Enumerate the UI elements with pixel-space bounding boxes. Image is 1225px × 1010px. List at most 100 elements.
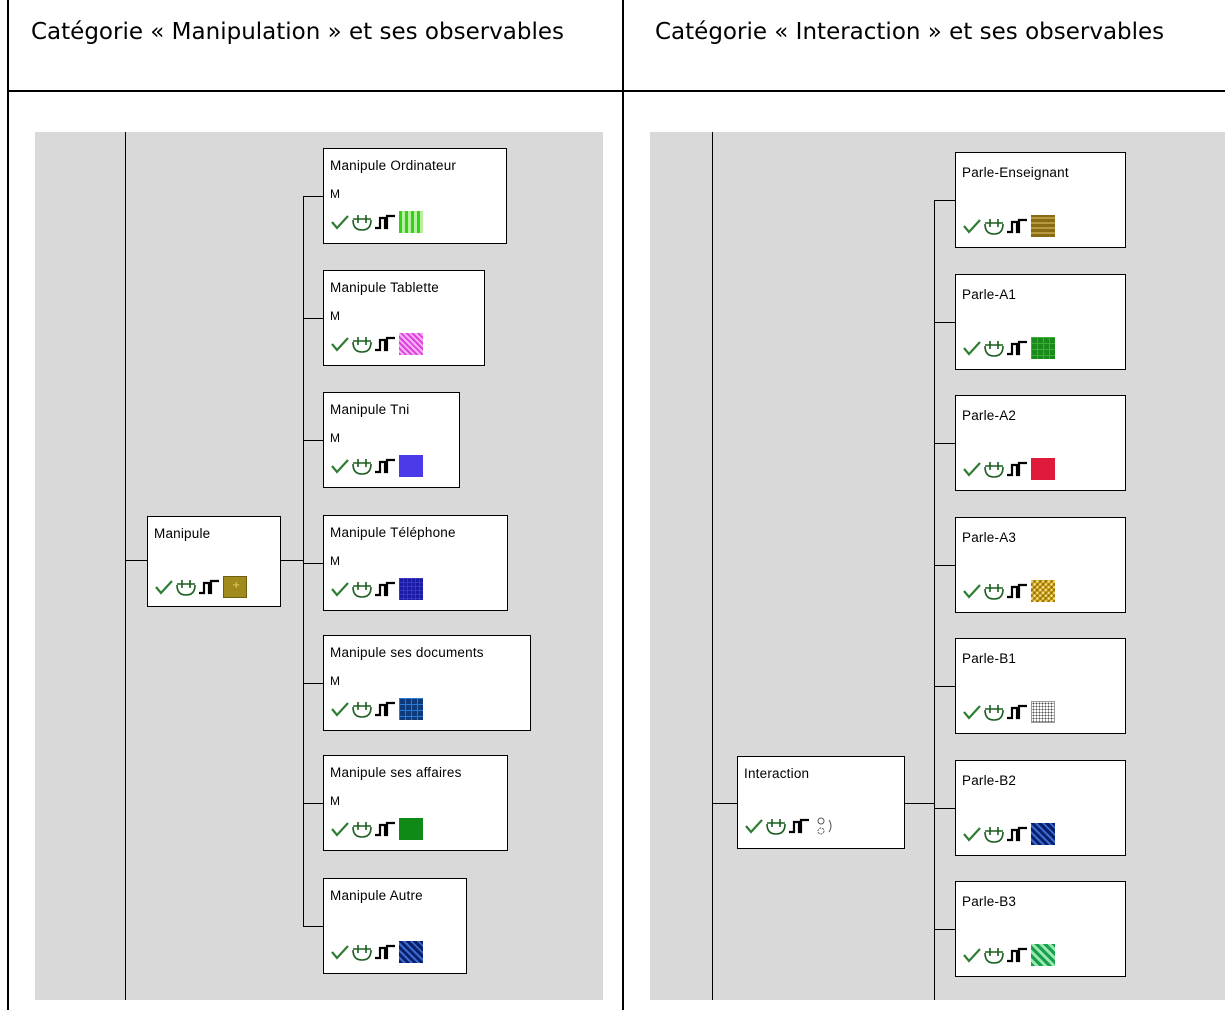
signal-icon — [1007, 340, 1027, 355]
node-tag: M — [330, 431, 340, 445]
check-icon — [745, 819, 763, 834]
node-label: Manipule Tablette — [330, 280, 439, 295]
connector-line — [934, 443, 955, 444]
node-label: Interaction — [744, 766, 810, 781]
node-child[interactable]: Parle-B3 — [955, 881, 1126, 977]
node-tag: M — [330, 309, 340, 323]
pattern-swatch-icon — [399, 211, 423, 233]
branch-line — [303, 196, 304, 927]
duration-icon — [984, 948, 1004, 964]
node-tag: M — [330, 554, 340, 568]
node-child[interactable]: Parle-B2 — [955, 759, 1126, 856]
node-label: Manipule — [154, 526, 211, 541]
node-icons — [330, 333, 423, 355]
signal-icon — [375, 214, 395, 230]
node-child[interactable]: Parle-A1 — [955, 273, 1126, 370]
node-label: Parle-Enseignant — [962, 165, 1069, 180]
check-icon — [331, 702, 349, 717]
signal-icon — [375, 581, 395, 597]
node-icons — [330, 698, 423, 720]
node-label: Parle-A3 — [962, 529, 1017, 545]
node-manipule[interactable]: Manipule + — [147, 516, 281, 607]
node-label: Parle-A1 — [962, 286, 1017, 302]
node-child[interactable]: Parle-A2 — [955, 395, 1126, 491]
duration-icon — [352, 337, 372, 353]
duration-icon — [352, 459, 372, 475]
connector-line — [303, 440, 323, 441]
connector-line — [303, 196, 323, 197]
duration-icon — [984, 462, 1004, 478]
node-label: Parle-B3 — [962, 894, 1017, 909]
check-icon — [155, 580, 173, 595]
signal-icon — [789, 818, 809, 834]
node-label: Parle-B1 — [962, 651, 1017, 666]
check-icon — [331, 822, 349, 837]
connector-line — [934, 200, 955, 201]
pattern-swatch-icon — [399, 698, 423, 720]
node-icons — [744, 815, 837, 837]
signal-icon — [375, 944, 395, 960]
connector-line — [281, 560, 303, 561]
pattern-swatch-icon — [1031, 822, 1055, 845]
node-child[interactable]: Parle-B1 — [955, 638, 1126, 734]
connector-line — [303, 318, 323, 319]
table-border-middle — [622, 0, 624, 1010]
trunk-line — [125, 132, 126, 1000]
node-child[interactable]: Parle-Enseignant — [955, 152, 1126, 248]
pattern-swatch-icon — [1031, 215, 1055, 237]
duration-icon — [352, 582, 372, 598]
signal-icon — [199, 579, 219, 595]
connector-line — [934, 686, 955, 687]
signal-icon — [1007, 947, 1027, 963]
pattern-swatch-icon — [399, 941, 423, 963]
node-icons — [330, 455, 423, 477]
duration-icon — [352, 702, 372, 718]
check-icon — [331, 582, 349, 597]
node-label: Manipule Tni — [330, 402, 410, 417]
pattern-swatch-icon — [399, 333, 423, 355]
pattern-swatch-icon — [399, 818, 423, 840]
pattern-swatch-icon — [1031, 336, 1055, 359]
node-label: Manipule ses affaires — [330, 765, 462, 780]
signal-icon — [375, 821, 395, 837]
node-tag: M — [330, 187, 340, 201]
node-interaction[interactable]: Interaction — [737, 756, 905, 849]
check-icon — [963, 340, 981, 356]
node-child[interactable]: Parle-A3 — [955, 516, 1126, 613]
node-icons: + — [154, 576, 247, 598]
signal-icon — [375, 458, 395, 474]
connector-line — [934, 807, 955, 809]
check-icon — [963, 826, 981, 842]
node-label: Parle-B2 — [962, 772, 1017, 788]
table-border-left — [7, 0, 9, 1010]
connector-line — [934, 564, 955, 566]
signal-icon — [1007, 583, 1027, 598]
node-icons — [330, 941, 423, 963]
duration-icon — [984, 826, 1004, 843]
check-icon — [963, 462, 981, 477]
duration-icon — [176, 580, 196, 596]
signal-icon — [1007, 826, 1027, 841]
node-icons — [962, 579, 1055, 602]
duration-icon — [352, 215, 372, 231]
connector-line — [303, 926, 323, 927]
trunk-line — [712, 132, 713, 1000]
node-child[interactable]: Manipule Autre — [323, 878, 467, 974]
check-icon — [331, 945, 349, 960]
connector-line — [934, 321, 955, 323]
header-interaction: Catégorie « Interaction » et ses observa… — [655, 19, 1165, 45]
duration-icon — [984, 583, 1004, 600]
table-header-divider — [7, 90, 1225, 92]
node-icons — [962, 458, 1055, 480]
check-icon — [331, 459, 349, 474]
check-icon — [963, 705, 981, 720]
node-icons — [962, 701, 1055, 723]
